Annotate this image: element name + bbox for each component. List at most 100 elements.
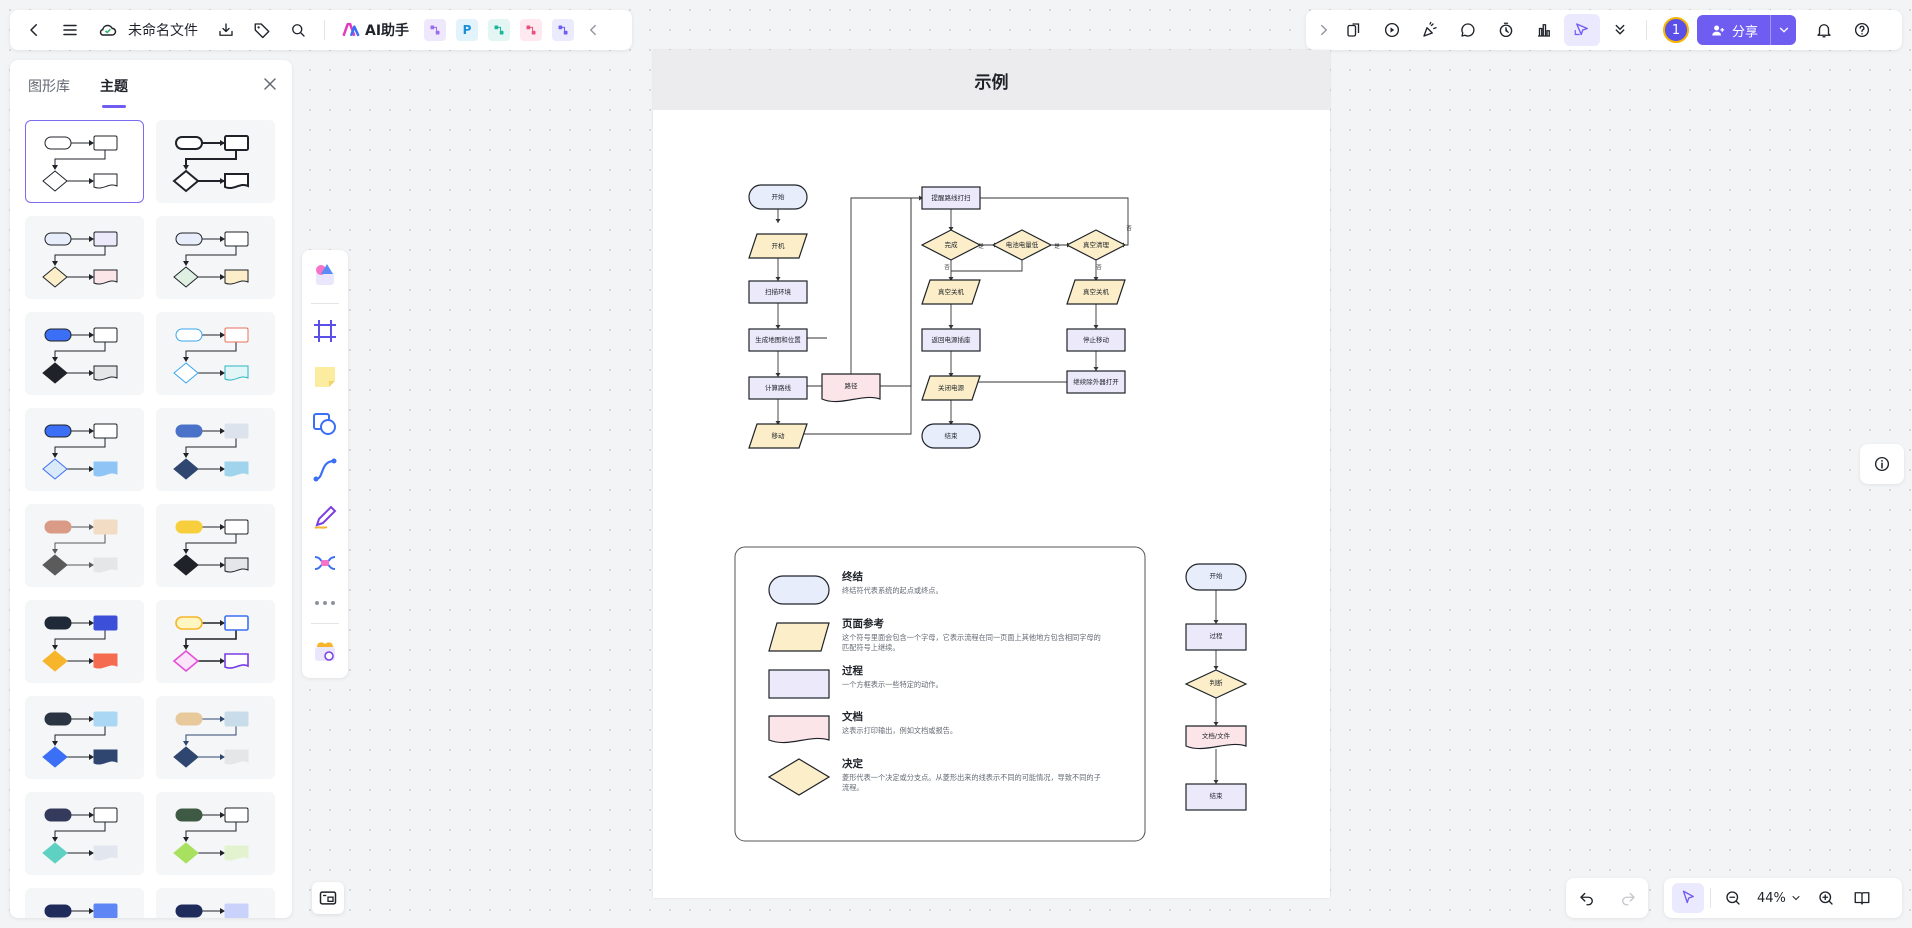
- page-title[interactable]: 示例: [653, 50, 1330, 110]
- theme-card[interactable]: [156, 312, 275, 395]
- select-mode-button[interactable]: [1672, 883, 1704, 913]
- theme-card[interactable]: [25, 888, 144, 918]
- present-button[interactable]: [1374, 14, 1410, 46]
- search-button[interactable]: [282, 14, 314, 46]
- document-node[interactable]: [821, 373, 881, 403]
- notification-button[interactable]: [1806, 14, 1842, 46]
- page-reference-node[interactable]: [1066, 279, 1126, 305]
- decision-node[interactable]: [1065, 229, 1127, 261]
- redo-button[interactable]: [1612, 883, 1644, 913]
- terminal-node[interactable]: [921, 423, 981, 449]
- connector-tool[interactable]: [307, 451, 343, 490]
- theme-card[interactable]: [25, 120, 144, 203]
- theme-card[interactable]: [156, 696, 275, 779]
- theme-card[interactable]: [25, 504, 144, 587]
- tab-theme[interactable]: 主题: [100, 76, 128, 108]
- share-button[interactable]: 分享: [1697, 15, 1770, 45]
- sticky-note-tool[interactable]: [307, 358, 343, 397]
- theme-card[interactable]: [156, 600, 275, 683]
- plugins-tool[interactable]: [307, 632, 343, 671]
- page-reference-node[interactable]: [748, 423, 808, 449]
- more-tools-button[interactable]: [1602, 14, 1638, 46]
- theme-card[interactable]: [25, 696, 144, 779]
- theme-card[interactable]: [25, 408, 144, 491]
- frame-tool[interactable]: [307, 311, 343, 350]
- menu-button[interactable]: [54, 14, 86, 46]
- process-node[interactable]: [748, 280, 808, 304]
- info-button[interactable]: [1860, 444, 1904, 484]
- theme-preview: [41, 711, 117, 768]
- help-button[interactable]: [1844, 14, 1880, 46]
- chat-app-icon[interactable]: [552, 19, 575, 41]
- page-reference-node[interactable]: [921, 279, 981, 305]
- back-button[interactable]: [18, 14, 50, 46]
- process-node[interactable]: [1066, 328, 1126, 352]
- mindmap-app-icon[interactable]: [488, 19, 511, 41]
- zoom-out-button[interactable]: [1717, 883, 1749, 913]
- close-panel-button[interactable]: [260, 74, 280, 94]
- download-button[interactable]: [210, 14, 242, 46]
- theme-card[interactable]: [156, 888, 275, 918]
- expand-toolbar-button[interactable]: [1314, 14, 1334, 46]
- page-reference-node[interactable]: [921, 375, 981, 401]
- more-tools-button[interactable]: [307, 591, 343, 615]
- share-options-button[interactable]: [1770, 15, 1796, 45]
- zoom-in-button[interactable]: [1810, 883, 1842, 913]
- undo-button[interactable]: [1571, 883, 1603, 913]
- collapse-toolbar-button[interactable]: [583, 14, 603, 46]
- mini-document-node[interactable]: [1185, 725, 1247, 750]
- minimap-button[interactable]: [312, 882, 344, 914]
- pen-tool[interactable]: [307, 498, 343, 537]
- timer-button[interactable]: [1488, 14, 1524, 46]
- mini-process-node[interactable]: [1185, 623, 1247, 651]
- legend-box: 终结终结符代表系统的起点或终点。页面参考这个符号里面会包含一个字母，它表示流程在…: [734, 546, 1146, 842]
- connector-line: [803, 197, 923, 387]
- template-button[interactable]: [1336, 14, 1372, 46]
- node-label: 真空关机: [938, 287, 965, 296]
- cursor-follow-icon: [1574, 23, 1588, 36]
- mini-start-node[interactable]: [1185, 563, 1247, 591]
- theme-card[interactable]: [25, 216, 144, 299]
- cursor-icon: [1682, 890, 1694, 904]
- mini-end-node[interactable]: [1185, 783, 1247, 811]
- theme-card[interactable]: [25, 312, 144, 395]
- flow-app-icon[interactable]: [520, 19, 543, 41]
- terminal-node[interactable]: [748, 184, 808, 210]
- comment-button[interactable]: [1450, 14, 1486, 46]
- zoom-level-dropdown[interactable]: 44%: [1757, 891, 1802, 906]
- process-node[interactable]: [748, 328, 808, 352]
- decision-node[interactable]: [920, 229, 982, 261]
- book-view-button[interactable]: [1846, 883, 1878, 913]
- process-node[interactable]: [921, 186, 981, 210]
- canvas-page[interactable]: 示例 否是是否否 开始开机扫描环境生成地图和位置计算路线路径移动提醒路线打扫完成…: [653, 50, 1330, 898]
- follow-cursor-button[interactable]: [1564, 14, 1600, 46]
- ai-image-icon[interactable]: [424, 19, 447, 41]
- tag-button[interactable]: [246, 14, 278, 46]
- theme-card[interactable]: [156, 120, 275, 203]
- ai-assistant-button[interactable]: AI助手: [335, 15, 415, 45]
- mini-decision-node[interactable]: [1184, 669, 1248, 699]
- theme-card[interactable]: [156, 408, 275, 491]
- process-node[interactable]: [748, 376, 808, 400]
- legend-item-description: 一个方框表示一些特定的动作。: [842, 680, 943, 689]
- process-node[interactable]: [921, 328, 981, 352]
- theme-card[interactable]: [156, 792, 275, 875]
- decision-node[interactable]: [991, 229, 1053, 261]
- flow-nodes: 开始开机扫描环境生成地图和位置计算路线路径移动提醒路线打扫完成电池电量低真空清理…: [748, 184, 1127, 449]
- tab-shape-library[interactable]: 图形库: [28, 79, 70, 95]
- ai-shapes-tool[interactable]: [307, 256, 343, 295]
- user-avatar[interactable]: 1: [1663, 17, 1689, 43]
- p-app-icon[interactable]: P: [456, 19, 479, 41]
- page-reference-node[interactable]: [748, 233, 808, 259]
- theme-card[interactable]: [25, 600, 144, 683]
- shape-tool[interactable]: [307, 405, 343, 444]
- file-name[interactable]: 未命名文件: [128, 23, 198, 39]
- process-node[interactable]: [1066, 370, 1126, 394]
- theme-card[interactable]: [156, 504, 275, 587]
- mindmap-tool[interactable]: [307, 544, 343, 583]
- theme-card[interactable]: [25, 792, 144, 875]
- vote-button[interactable]: [1526, 14, 1562, 46]
- celebrate-button[interactable]: [1412, 14, 1448, 46]
- theme-card[interactable]: [156, 216, 275, 299]
